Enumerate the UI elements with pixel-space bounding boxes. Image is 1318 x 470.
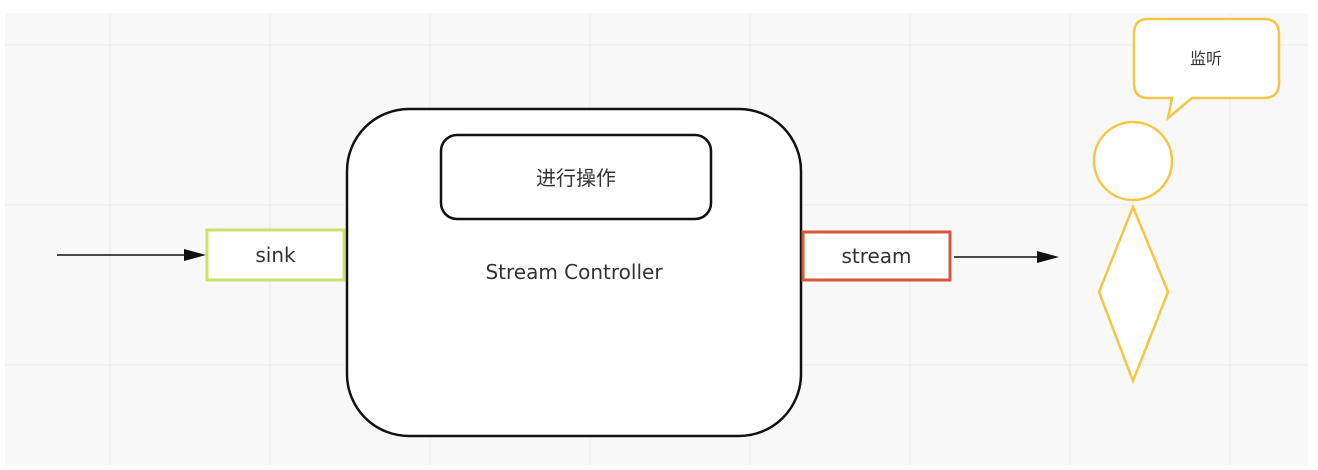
stream-label: stream xyxy=(841,244,911,268)
sink-box xyxy=(205,228,346,282)
stick-figure-icon xyxy=(1092,120,1174,385)
stream-controller-label: Stream Controller xyxy=(485,260,663,284)
operation-box xyxy=(439,133,713,221)
input-arrow xyxy=(57,249,206,261)
stream-box xyxy=(801,230,952,282)
operation-label: 进行操作 xyxy=(536,166,616,190)
listener-speech-label: 监听 xyxy=(1190,49,1222,68)
output-arrow xyxy=(954,251,1059,263)
sink-label: sink xyxy=(255,243,296,267)
speech-bubble-icon: 监听 xyxy=(1132,17,1281,122)
listener-head xyxy=(1092,120,1174,202)
listener-body xyxy=(1097,203,1170,385)
